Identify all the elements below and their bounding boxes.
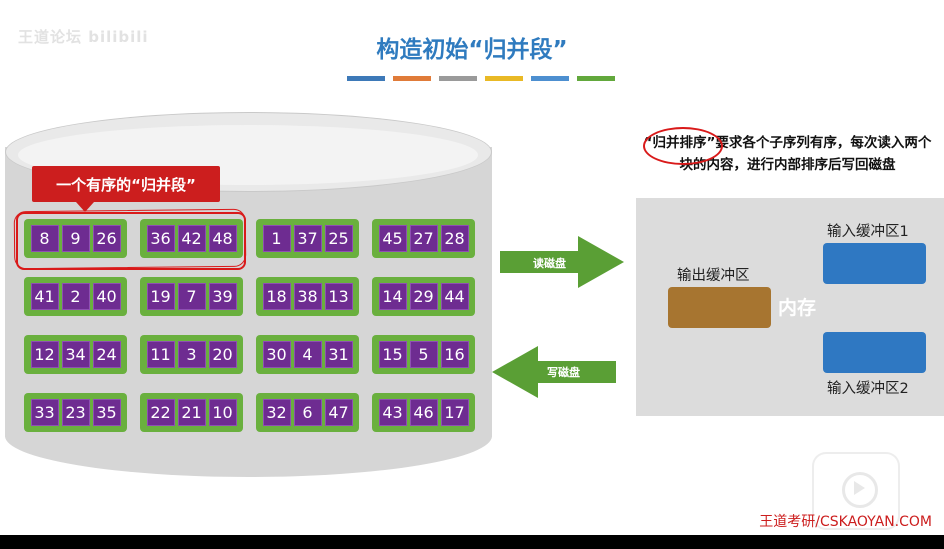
record-cell: 4 (293, 341, 322, 368)
read-disk-label: 读磁盘 (533, 257, 566, 270)
record-cell: 37 (293, 225, 322, 252)
color-bar-segment (485, 76, 523, 81)
segment-callout: 一个有序的“归并段” (32, 166, 220, 212)
record-cell: 36 (146, 225, 175, 252)
record-cell: 16 (440, 341, 469, 368)
color-bar-segment (439, 76, 477, 81)
title-color-bar (347, 76, 615, 81)
segment-highlight-stroke (13, 208, 247, 270)
color-bar-segment (347, 76, 385, 81)
record-cell: 5 (409, 341, 438, 368)
note-circle-mark (643, 127, 723, 165)
merge-sort-note: “归并排序”要求各个子序列有序，每次读入两个块的内容，进行内部排序后写回磁盘 (640, 132, 935, 176)
write-disk-label: 写磁盘 (547, 366, 580, 379)
write-disk-arrow (492, 346, 616, 398)
slide-title: 构造初始“归并段” (376, 37, 568, 63)
segment-highlight (16, 212, 246, 270)
record-cell: 15 (378, 341, 407, 368)
record-cell: 3 (177, 341, 206, 368)
record-cell: 31 (324, 341, 353, 368)
record-cell: 42 (177, 225, 206, 252)
input-buffer-1-label: 输入缓冲区1 (827, 224, 909, 240)
record-cell: 9 (61, 225, 90, 252)
color-bar-segment (531, 76, 569, 81)
record-cell: 30 (262, 341, 291, 368)
record-cell: 25 (324, 225, 353, 252)
memory-label: 内存 (778, 297, 817, 319)
record-cell: 7 (177, 283, 206, 310)
record-cell: 45 (378, 225, 407, 252)
record-cell: 2 (61, 283, 90, 310)
play-icon[interactable] (812, 452, 900, 530)
record-cell: 6 (293, 399, 322, 426)
record-cell: 43 (378, 399, 407, 426)
record-cell: 22 (146, 399, 175, 426)
record-cell: 10 (208, 399, 237, 426)
record-cell: 27 (409, 225, 438, 252)
record-cell: 24 (92, 341, 121, 368)
footer-brand: 王道考研/CSKAOYAN.COM (759, 514, 932, 530)
record-cell: 1 (262, 225, 291, 252)
output-buffer-label: 输出缓冲区 (677, 268, 750, 284)
record-cell: 40 (92, 283, 121, 310)
record-cell: 47 (324, 399, 353, 426)
record-cell: 21 (177, 399, 206, 426)
color-bar-segment (577, 76, 615, 81)
input-buffer-1 (823, 243, 926, 284)
record-cell: 44 (440, 283, 469, 310)
record-cell: 17 (440, 399, 469, 426)
color-bar-segment (393, 76, 431, 81)
record-cell: 26 (92, 225, 121, 252)
input-buffer-2 (823, 332, 926, 373)
record-cell: 46 (409, 399, 438, 426)
record-cell: 8 (30, 225, 59, 252)
record-cell: 48 (208, 225, 237, 252)
input-buffer-2-label: 输入缓冲区2 (827, 381, 909, 397)
record-cell: 19 (146, 283, 175, 310)
record-cell: 14 (378, 283, 407, 310)
record-cell: 13 (324, 283, 353, 310)
record-cell: 28 (440, 225, 469, 252)
record-cell: 12 (30, 341, 59, 368)
record-cell: 32 (262, 399, 291, 426)
read-disk-arrow (500, 236, 624, 288)
record-cell: 33 (30, 399, 59, 426)
note-text: 要求各个子序列有序，每次读入两个块的内容，进行内部排序后写回磁盘 (679, 135, 932, 173)
record-cell: 11 (146, 341, 175, 368)
record-cell: 20 (208, 341, 237, 368)
record-cell: 29 (409, 283, 438, 310)
record-cell: 39 (208, 283, 237, 310)
record-cell: 35 (92, 399, 121, 426)
record-cell: 34 (61, 341, 90, 368)
record-cell: 41 (30, 283, 59, 310)
record-cell: 18 (262, 283, 291, 310)
video-bottom-bar (0, 535, 944, 549)
bilibili-watermark: 王道论坛 bilibili (18, 28, 149, 46)
output-buffer (668, 287, 771, 328)
record-cell: 38 (293, 283, 322, 310)
record-cell: 23 (61, 399, 90, 426)
